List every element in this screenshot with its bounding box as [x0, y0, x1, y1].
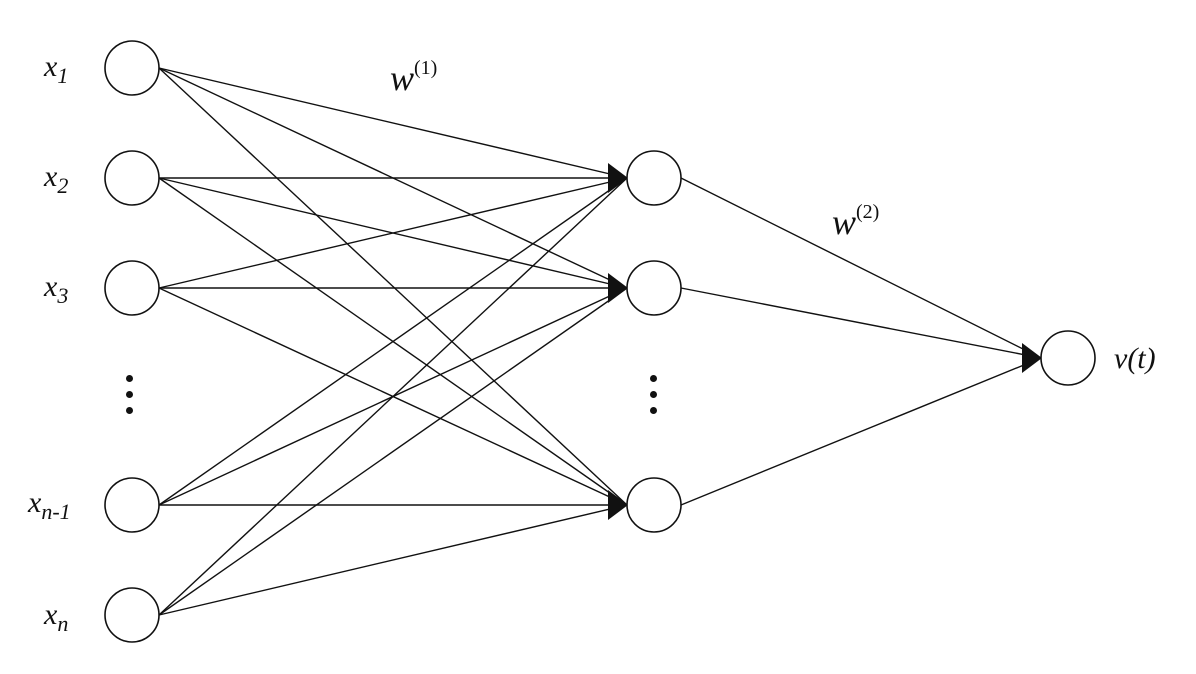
weight-label-layer1: w(1)	[390, 57, 438, 98]
edge-input5-hidden2	[158, 287, 628, 616]
output-label: v(t)	[1114, 342, 1156, 375]
input-node-3	[104, 260, 160, 316]
edge-hidden1-output	[680, 177, 1042, 359]
nodes	[104, 40, 1096, 643]
input-ellipsis	[126, 375, 134, 423]
arrowheads	[608, 163, 1042, 520]
arrowhead-output	[1022, 343, 1042, 373]
arrowhead-hidden3	[608, 490, 628, 520]
hidden-node-2	[626, 260, 682, 316]
edge-input1-hidden1	[158, 67, 628, 179]
arrowhead-hidden2	[608, 273, 628, 303]
hidden-node-3	[626, 477, 682, 533]
hidden-node-1	[626, 150, 682, 206]
hidden-ellipsis	[650, 375, 658, 423]
weight-label-layer2: w(2)	[832, 201, 880, 242]
input-label-2: x2	[44, 160, 69, 198]
input-node-1	[104, 40, 160, 96]
input-label-1: x1	[44, 50, 69, 88]
input-node-5	[104, 587, 160, 643]
edge-input5-hidden3	[158, 504, 628, 616]
input-label-n-1: xn-1	[28, 486, 71, 524]
edge-input4-hidden1	[158, 177, 628, 506]
output-node	[1040, 330, 1096, 386]
edges	[158, 67, 1042, 616]
input-label-n: xn	[44, 598, 69, 636]
edge-hidden2-output	[680, 287, 1042, 359]
arrowhead-hidden1	[608, 163, 628, 193]
edge-input3-hidden1	[158, 177, 628, 289]
edge-input5-hidden1	[158, 177, 628, 616]
input-node-4	[104, 477, 160, 533]
edge-hidden3-output	[680, 357, 1042, 506]
input-node-2	[104, 150, 160, 206]
edge-input1-hidden3	[158, 67, 628, 506]
input-label-3: x3	[44, 270, 69, 308]
